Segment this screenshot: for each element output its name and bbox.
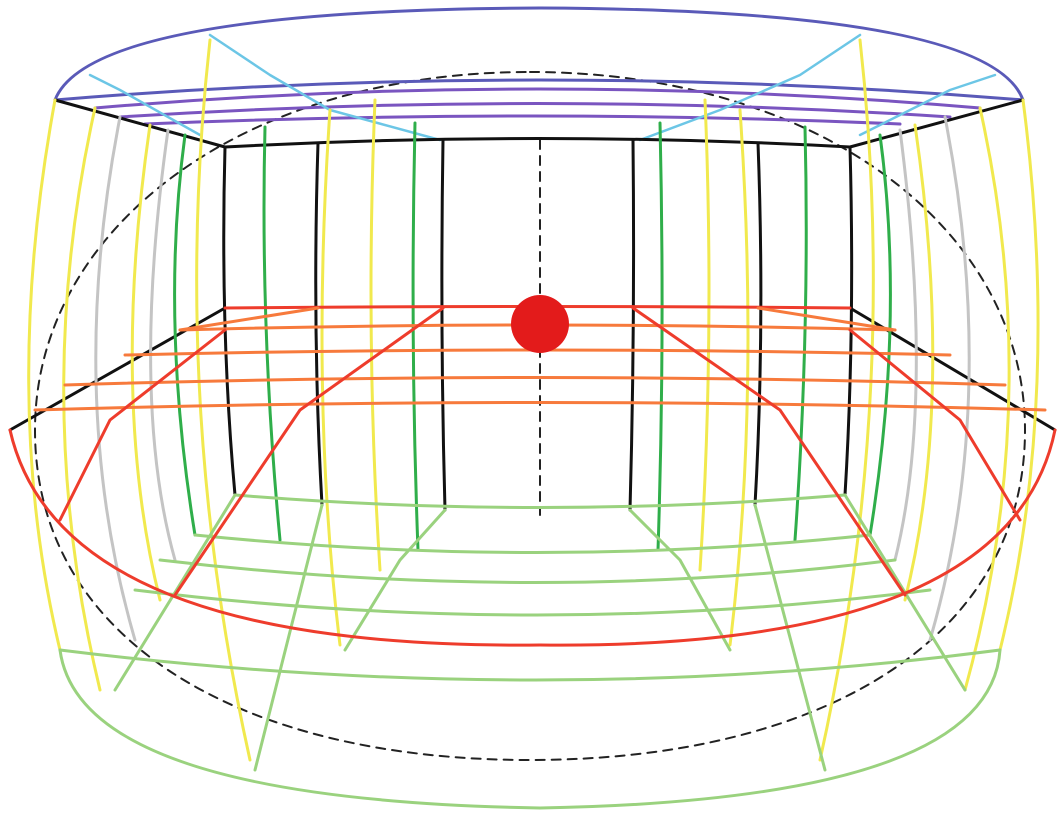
vertical-yellow bbox=[195, 38, 252, 762]
vertical-yellow bbox=[698, 98, 711, 572]
back-wall-vertical bbox=[843, 145, 854, 497]
floor-arc bbox=[233, 493, 847, 509]
floor-outer-arc bbox=[58, 648, 1002, 810]
vertical-green bbox=[793, 125, 808, 542]
back-wall-vertical bbox=[628, 138, 636, 512]
horizon-line bbox=[33, 401, 1047, 412]
vertical-gray bbox=[893, 128, 918, 562]
ceiling-front-line bbox=[53, 78, 1025, 102]
floor-arc bbox=[133, 588, 932, 617]
horizon-radial bbox=[848, 328, 1022, 522]
vertical-green bbox=[411, 121, 420, 552]
floor-arc bbox=[58, 648, 1002, 682]
ceiling-cross-line bbox=[88, 73, 202, 137]
floor-radial bbox=[343, 508, 447, 652]
floor-radial bbox=[253, 503, 324, 772]
vertical-yellow bbox=[998, 98, 1040, 652]
guide-ellipse bbox=[34, 71, 1026, 761]
horizon-radial bbox=[756, 306, 897, 332]
vertical-yellow bbox=[369, 98, 382, 572]
horizon-radial bbox=[58, 328, 227, 522]
back-wall-vertical bbox=[753, 141, 763, 507]
vertical-yellow bbox=[62, 106, 102, 692]
floor-radial bbox=[753, 503, 827, 772]
ceiling-inner-line bbox=[143, 114, 902, 126]
ceiling-corner-black bbox=[848, 98, 1025, 149]
vertical-green bbox=[868, 133, 892, 537]
vertical-green bbox=[656, 121, 664, 552]
ceiling-inner-line bbox=[118, 102, 952, 119]
ceiling-grid bbox=[53, 6, 1025, 149]
side-verticals bbox=[27, 38, 1040, 762]
vanishing-point bbox=[511, 295, 569, 353]
vertical-yellow bbox=[818, 38, 875, 762]
horizon-line bbox=[63, 376, 1007, 387]
ceiling-cross-line bbox=[208, 33, 442, 142]
ceiling-corner-black bbox=[53, 98, 227, 149]
vertical-gray bbox=[94, 115, 137, 642]
vertical-green bbox=[173, 133, 197, 537]
floor-radial bbox=[628, 508, 732, 652]
ceiling-inner-line bbox=[93, 87, 982, 110]
back-wall-vertical bbox=[222, 145, 237, 497]
vertical-green bbox=[262, 125, 282, 542]
vertical-yellow bbox=[963, 106, 1011, 692]
back-wall-vertical bbox=[440, 138, 447, 512]
floor-arc bbox=[193, 533, 872, 554]
vertical-yellow bbox=[130, 123, 162, 602]
vertical-yellow bbox=[27, 98, 62, 652]
horizon-radial bbox=[631, 306, 907, 597]
floor-arc bbox=[158, 558, 897, 584]
ceiling-cross-line bbox=[638, 33, 862, 142]
horizon-radial bbox=[178, 306, 320, 332]
dashed-guide bbox=[34, 71, 1026, 761]
back-wall-top bbox=[223, 137, 852, 149]
horizon-front-arc bbox=[8, 428, 1057, 647]
vertical-gray bbox=[149, 128, 177, 562]
floor-grid bbox=[58, 493, 1002, 810]
ceiling-outer-arc bbox=[53, 6, 1025, 102]
vertical-yellow bbox=[903, 123, 935, 602]
horizon-radial bbox=[173, 306, 445, 597]
ceiling-cross-line bbox=[858, 73, 997, 137]
